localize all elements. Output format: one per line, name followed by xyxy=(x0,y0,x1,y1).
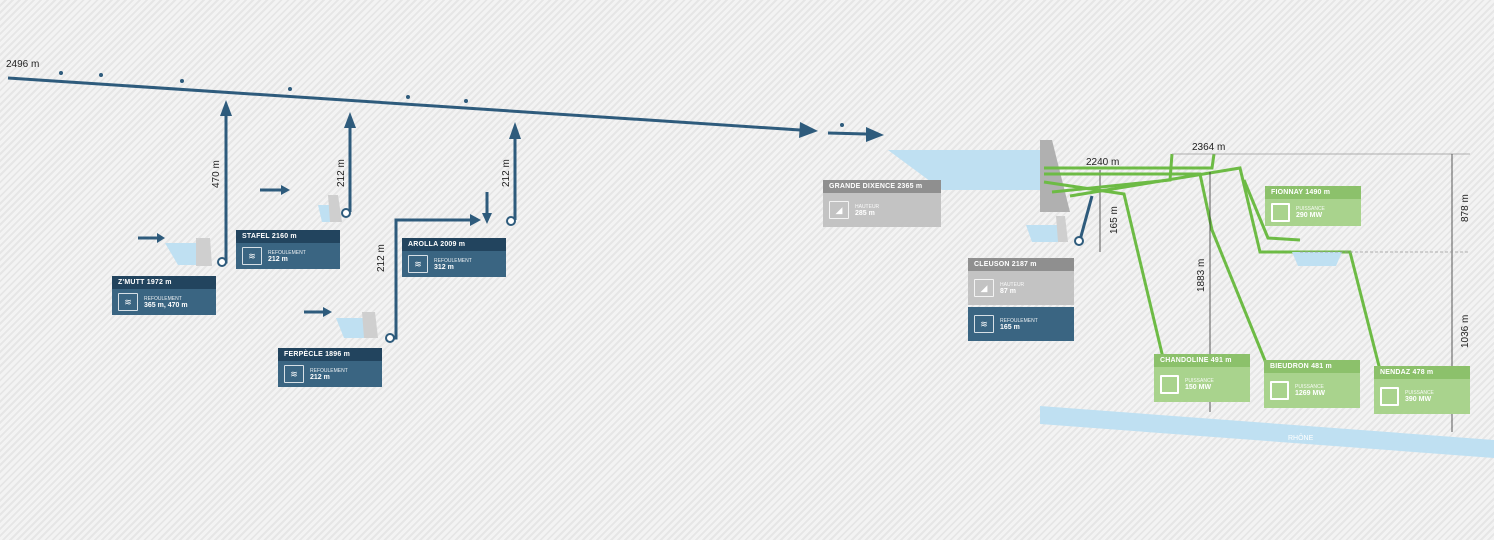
cleuson-pump-node xyxy=(1074,236,1084,246)
intake-dots xyxy=(59,71,844,127)
main-conduit xyxy=(7,76,801,132)
station-name: FIONNAY 1490 m xyxy=(1265,186,1361,199)
stafel-pipe-arrow xyxy=(344,112,356,128)
conduit-extension-arrow xyxy=(866,127,884,142)
station-value: 290 MW xyxy=(1296,212,1323,219)
penstocks xyxy=(1043,153,1382,371)
station-key: REFOULEMENT xyxy=(1000,317,1038,324)
ferpecle-inflow-arrow xyxy=(323,307,332,317)
river-label: RHÔNE xyxy=(1288,433,1314,442)
arolla-pipe-arrow xyxy=(509,122,521,139)
station-key: PUISSANCE xyxy=(1295,384,1324,390)
station-value: 212 m xyxy=(268,255,288,263)
grande-dixence-lake xyxy=(888,150,1046,190)
cleuson-height: 165 m xyxy=(1109,206,1120,234)
cleuson-pump-pipe xyxy=(1078,195,1094,241)
station-value: 87 m xyxy=(1000,287,1016,295)
station-value: 1269 MW xyxy=(1295,390,1325,397)
station-key: REFOULEMENT xyxy=(144,295,182,302)
arolla-pump-node xyxy=(506,216,516,226)
rhone-river xyxy=(1040,406,1494,458)
dam-icon: ◢ xyxy=(829,201,849,219)
ferpecle-pump-node xyxy=(385,333,395,343)
fionnay-basin xyxy=(1292,252,1342,266)
turbine-icon xyxy=(1271,203,1290,222)
station-name: NENDAZ 478 m xyxy=(1374,366,1470,379)
turbine-icon xyxy=(1270,381,1289,400)
elevation-2496: 2496 m xyxy=(6,59,39,70)
station-name: GRANDE DIXENCE 2365 m xyxy=(823,180,941,193)
pump-icon: ≋ xyxy=(284,365,304,383)
turbine-icon xyxy=(1380,387,1399,406)
station-key: HAUTEUR xyxy=(1000,281,1025,288)
station-key: PUISSANCE xyxy=(1296,206,1325,212)
elevation-2364: 2364 m xyxy=(1192,142,1225,153)
dam-icon: ◢ xyxy=(974,279,994,297)
station-key: REFOULEMENT xyxy=(434,257,472,264)
zmutt-inflow-arrow xyxy=(157,233,165,243)
station-value: 312 m xyxy=(434,263,454,271)
station-name: CLEUSON 2187 m xyxy=(968,258,1074,271)
height-878: 878 m xyxy=(1460,194,1471,222)
stafel-pump-node xyxy=(341,208,351,218)
stafel-inflow-arrow xyxy=(281,185,290,195)
station-value: 390 MW xyxy=(1405,396,1432,403)
station-value: 165 m xyxy=(1000,323,1020,331)
ferpecle-pipe-arrow xyxy=(470,214,481,226)
elevation-2240: 2240 m xyxy=(1086,157,1119,168)
arolla-height: 212 m xyxy=(501,159,512,187)
zmutt-dam xyxy=(196,238,212,266)
cleuson-lake xyxy=(1026,225,1066,242)
pump-icon: ≋ xyxy=(974,315,994,333)
station-value: 212 m xyxy=(310,373,330,381)
station-name: FERPÈCLE 1896 m xyxy=(278,348,382,361)
station-value: 365 m, 470 m xyxy=(144,301,188,309)
main-conduit-arrow xyxy=(799,122,818,138)
ferpecle-height: 212 m xyxy=(376,244,387,272)
zmutt-height: 470 m xyxy=(211,160,222,188)
zmutt-pipe xyxy=(222,114,228,264)
station-key: PUISSANCE xyxy=(1185,378,1214,384)
arolla-inflow-arrow xyxy=(482,213,492,224)
stafel-dam xyxy=(328,195,342,222)
ferpecle-dam xyxy=(362,312,378,338)
station-name: STAFEL 2160 m xyxy=(236,230,340,243)
zmutt-pump-node xyxy=(217,257,227,267)
station-name: CHANDOLINE 491 m xyxy=(1154,354,1250,367)
turbine-icon xyxy=(1160,375,1179,394)
station-name: BIEUDRON 481 m xyxy=(1264,360,1360,373)
station-value: 150 MW xyxy=(1185,384,1212,391)
stafel-height: 212 m xyxy=(336,159,347,187)
station-key: REFOULEMENT xyxy=(268,249,306,256)
station-key: HAUTEUR xyxy=(855,203,880,210)
pump-icon: ≋ xyxy=(408,255,428,273)
station-key: PUISSANCE xyxy=(1405,390,1434,396)
cleuson-dam xyxy=(1056,216,1068,242)
grande-dixence-dam xyxy=(1040,140,1070,212)
pump-icon: ≋ xyxy=(242,247,262,265)
station-key: REFOULEMENT xyxy=(310,367,348,374)
conduit-extension xyxy=(827,131,867,136)
height-1883: 1883 m xyxy=(1196,259,1207,292)
pump-icon: ≋ xyxy=(118,293,138,311)
height-1036: 1036 m xyxy=(1460,315,1471,348)
station-name: AROLLA 2009 m xyxy=(402,238,506,251)
station-value: 285 m xyxy=(855,209,875,217)
station-name: Z'MUTT 1972 m xyxy=(112,276,216,289)
zmutt-pipe-arrow xyxy=(220,100,232,116)
